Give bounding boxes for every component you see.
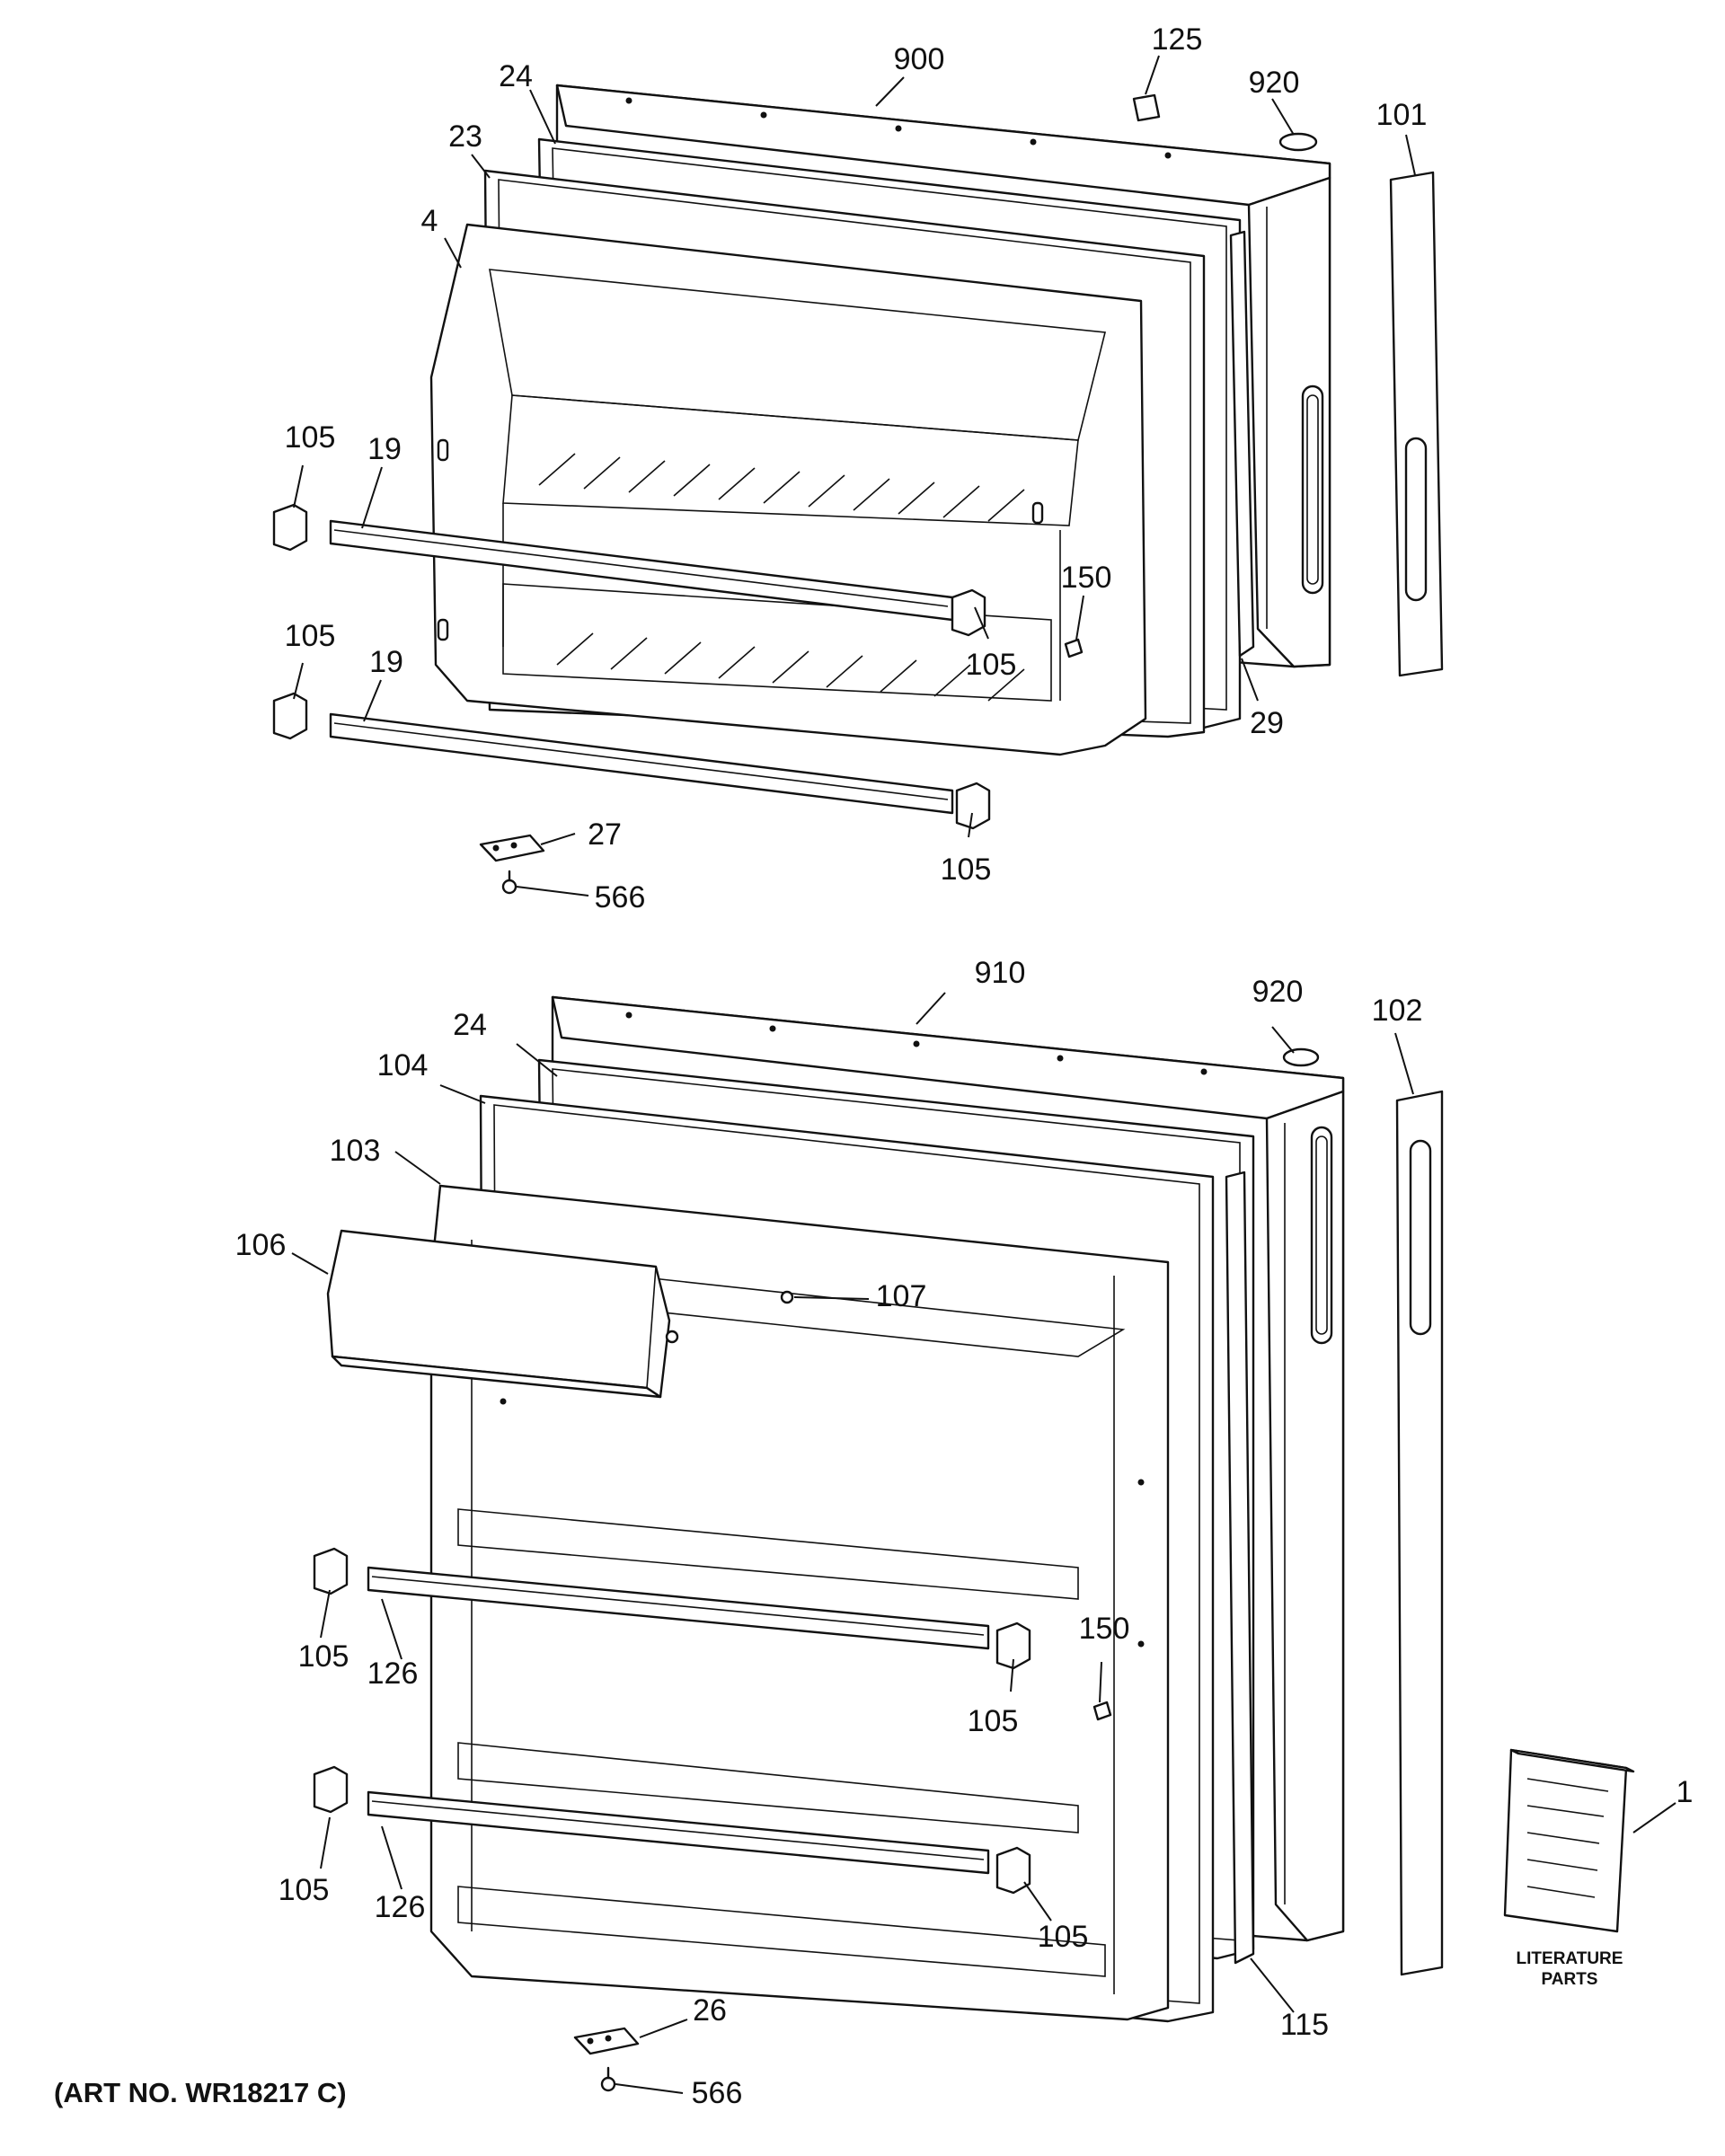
- callout-920-bottom: 920: [1252, 975, 1304, 1009]
- callout-103: 103: [330, 1134, 381, 1168]
- callout-27: 27: [588, 817, 622, 852]
- callout-566-top: 566: [595, 880, 646, 915]
- plug-920-bottom: [1282, 1047, 1320, 1067]
- callout-19-b: 19: [369, 645, 403, 679]
- fresh-food-door-assembly: [313, 995, 1635, 2092]
- callout-26: 26: [693, 1993, 727, 2028]
- callout-101: 101: [1376, 98, 1428, 132]
- literature-label-line-2: PARTS: [1542, 1970, 1598, 1989]
- callout-105-d: 105: [941, 853, 992, 887]
- callout-102: 102: [1372, 994, 1423, 1028]
- door-shelf-bar-126-upper: [367, 1566, 990, 1650]
- screw-566-bottom: [600, 2066, 616, 2092]
- door-stop-150: [1064, 638, 1084, 658]
- callout-920-top: 920: [1249, 66, 1300, 100]
- callout-150-bottom: 150: [1079, 1612, 1130, 1646]
- plug-107: [780, 1290, 794, 1304]
- gasket-strip-115: [1225, 1171, 1255, 1965]
- callout-24-top: 24: [499, 59, 533, 93]
- callout-105-g: 105: [279, 1873, 330, 1907]
- callout-106: 106: [235, 1228, 287, 1262]
- callout-566-bottom: 566: [692, 2076, 743, 2110]
- door-shelf-bar-19-lower: [329, 712, 954, 815]
- callout-labels: 900 125 920 101 24 23 4 105 19 150 105 1…: [54, 22, 1693, 2110]
- plug-920-top: [1278, 132, 1318, 152]
- door-shelf-bar-126-lower: [367, 1790, 990, 1875]
- callout-910: 910: [975, 956, 1026, 990]
- hinge-27: [479, 834, 545, 862]
- literature-label-line-1: LITERATURE: [1517, 1949, 1623, 1968]
- callout-104: 104: [377, 1048, 429, 1082]
- door-handle-101: [1389, 171, 1444, 677]
- callout-105-a: 105: [285, 420, 336, 455]
- door-handle-102: [1395, 1090, 1444, 1976]
- callout-107: 107: [876, 1279, 927, 1313]
- door-shelf-liner-4: [429, 223, 1147, 756]
- callout-29: 29: [1250, 706, 1284, 740]
- callout-150-top: 150: [1061, 561, 1112, 595]
- callout-19-a: 19: [367, 432, 402, 466]
- callout-23: 23: [448, 119, 482, 154]
- callout-24-bottom: 24: [453, 1008, 487, 1042]
- freezer-door-assembly: [272, 84, 1444, 895]
- shelf-cap-105-bottom: [313, 1547, 1031, 1895]
- callout-105-f: 105: [968, 1704, 1019, 1738]
- callout-1: 1: [1676, 1775, 1694, 1809]
- callout-125: 125: [1152, 22, 1203, 57]
- callout-126-b: 126: [375, 1890, 426, 1924]
- callout-4: 4: [421, 204, 438, 238]
- callout-105-b: 105: [285, 619, 336, 653]
- plug-125: [1132, 93, 1161, 122]
- hinge-26: [573, 2027, 640, 2055]
- callout-105-e: 105: [298, 1639, 349, 1674]
- gasket-strip-29: [1229, 230, 1255, 658]
- screw-566-top: [501, 870, 518, 895]
- callout-126-a: 126: [367, 1657, 419, 1691]
- callout-105-c: 105: [966, 648, 1017, 682]
- leader-lines: [291, 55, 1676, 2094]
- callout-115: 115: [1280, 2008, 1329, 2042]
- dairy-compartment-106: [326, 1229, 679, 1399]
- literature-booklet-1: [1503, 1748, 1635, 1933]
- shelf-cap-105: [272, 503, 991, 830]
- callout-105-h: 105: [1038, 1920, 1089, 1954]
- door-stop-150-bottom: [1092, 1701, 1112, 1721]
- callout-900: 900: [894, 42, 945, 76]
- shelf-ribs: [538, 453, 1025, 702]
- art-number-caption: (ART NO. WR18217 C): [54, 2077, 347, 2108]
